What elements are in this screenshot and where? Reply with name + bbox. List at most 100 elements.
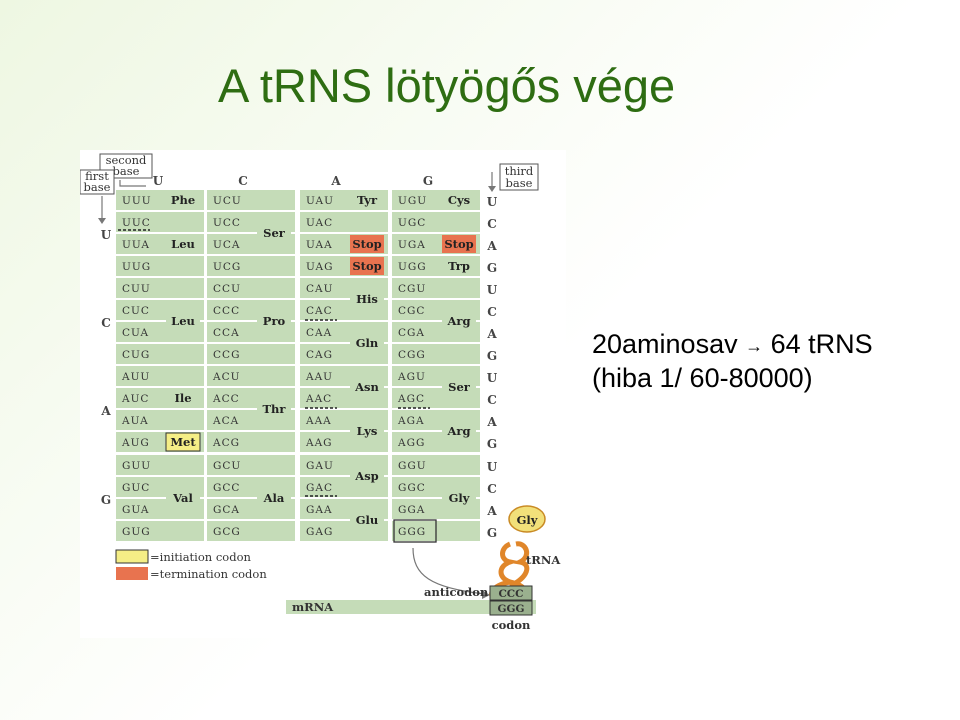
- codon-text: AAU: [305, 371, 333, 383]
- amino-acid-label: Stop: [352, 259, 381, 273]
- amino-acid-label: Stop: [444, 237, 473, 251]
- amino-acid-box: [350, 378, 384, 396]
- codon-text: AGG: [397, 437, 425, 449]
- third-base-letter: G: [487, 437, 497, 451]
- codon-text: UGU: [398, 195, 427, 207]
- codon-text: GCA: [213, 504, 240, 516]
- amino-acid-label: Thr: [263, 402, 287, 416]
- amino-acid-label: His: [356, 292, 378, 306]
- amino-acid-box: [350, 290, 384, 308]
- codon-cell: [116, 344, 204, 364]
- arrow-icon: [98, 218, 106, 224]
- codon-text: GUA: [122, 504, 150, 516]
- amino-acid-label: Ser: [448, 380, 471, 394]
- codon-cell: [207, 432, 295, 452]
- codon-text: UGA: [398, 239, 426, 251]
- codon-text: AAA: [305, 415, 332, 427]
- codon-cell: [207, 256, 295, 276]
- codon-text: AUC: [121, 393, 149, 405]
- codon-text: UCG: [213, 261, 241, 273]
- codon-text: AAC: [305, 393, 332, 405]
- codon-text: UAG: [306, 261, 334, 273]
- third-base-letter: A: [486, 504, 497, 518]
- codon-text: AGC: [397, 393, 425, 405]
- third-base-letter: U: [487, 195, 498, 209]
- codon-text: GCC: [213, 482, 240, 494]
- codon-text: ACA: [212, 415, 239, 427]
- amino-acid-box: [166, 389, 200, 407]
- amino-acid-count: 20aminosav: [592, 329, 738, 359]
- amino-acid-box: [350, 235, 384, 253]
- legend-label: =termination codon: [150, 567, 267, 581]
- codon-text: GUC: [122, 482, 150, 494]
- codon-text: CUG: [122, 349, 150, 361]
- amino-acid-label: Glu: [356, 513, 379, 527]
- amino-acid-box: [165, 432, 201, 452]
- codon-text: ACC: [212, 393, 240, 405]
- codon-cell: [207, 278, 295, 298]
- codon-box: [489, 600, 533, 616]
- amino-acid-box: [442, 191, 476, 209]
- codon-cell: [392, 212, 480, 232]
- first-base-box: [80, 169, 115, 195]
- codon-text: GCG: [213, 526, 241, 538]
- first-base-letter: A: [100, 404, 111, 418]
- arrow-icon: [488, 186, 496, 192]
- amino-acid-box: [166, 312, 200, 330]
- mrna-strand: [286, 600, 536, 614]
- amino-acid-label: Val: [172, 491, 193, 505]
- codon-text: UGC: [398, 217, 426, 229]
- third-base-letter: C: [487, 482, 497, 496]
- codon-cell: [207, 366, 295, 386]
- first-base-label: base: [84, 180, 111, 194]
- amino-acid-label: Trp: [448, 259, 470, 273]
- codon-cell: [300, 212, 388, 232]
- third-base-label: third: [505, 164, 534, 178]
- codon-text: UUU: [122, 195, 152, 207]
- arrow-icon: →: [745, 335, 764, 356]
- amino-acid-label: Lys: [357, 424, 378, 438]
- third-base-letter: C: [487, 217, 497, 231]
- amino-acid-box: [350, 422, 384, 440]
- third-base-letter: A: [486, 327, 497, 341]
- codon-text: CGU: [398, 283, 426, 295]
- codon-text: AUA: [121, 415, 149, 427]
- codon-text: UGG: [398, 261, 427, 273]
- codon-text: AUU: [121, 371, 150, 383]
- codon-text: AGA: [397, 415, 425, 427]
- anticodon-box: [489, 585, 533, 601]
- second-base-letter: C: [238, 174, 248, 188]
- codon-cell: [207, 455, 295, 475]
- arrow-icon: [482, 590, 490, 599]
- codon-text: UCA: [213, 239, 240, 251]
- codon-text: CGG: [398, 349, 426, 361]
- amino-acid-label: Gly: [449, 491, 470, 505]
- trna-count: 64 tRNS: [770, 329, 873, 359]
- codon-cell: [207, 190, 295, 210]
- legend-label: =initiation codon: [150, 550, 251, 564]
- codon-text: CAA: [306, 327, 332, 339]
- codon-cell: [116, 256, 204, 276]
- third-base-letter: G: [487, 349, 497, 363]
- codon-text: AAG: [305, 437, 333, 449]
- amino-acid-label: Met: [170, 435, 196, 449]
- amino-acid-box: [442, 235, 476, 253]
- amino-acid-label: Cys: [448, 193, 470, 207]
- codon-text: GUG: [122, 526, 151, 538]
- codon-cell: [392, 344, 480, 364]
- amino-acid-label: Phe: [171, 193, 195, 207]
- codon-cell: [116, 366, 204, 386]
- note-line-2: (hiba 1/ 60-80000): [592, 362, 813, 393]
- codon-cell: [207, 344, 295, 364]
- codon-cell: [392, 455, 480, 475]
- amino-acid-label: Ala: [263, 491, 285, 505]
- codon-text: ACG: [212, 437, 240, 449]
- first-base-letter: C: [101, 316, 111, 330]
- codon-text: CGA: [398, 327, 425, 339]
- codon-text: ACU: [212, 371, 240, 383]
- amino-acid-box: [350, 511, 384, 529]
- first-base-label: first: [85, 169, 109, 183]
- amino-acid-label: Gln: [356, 336, 379, 350]
- legend-swatch: [115, 549, 149, 564]
- first-base-letter: G: [101, 493, 111, 507]
